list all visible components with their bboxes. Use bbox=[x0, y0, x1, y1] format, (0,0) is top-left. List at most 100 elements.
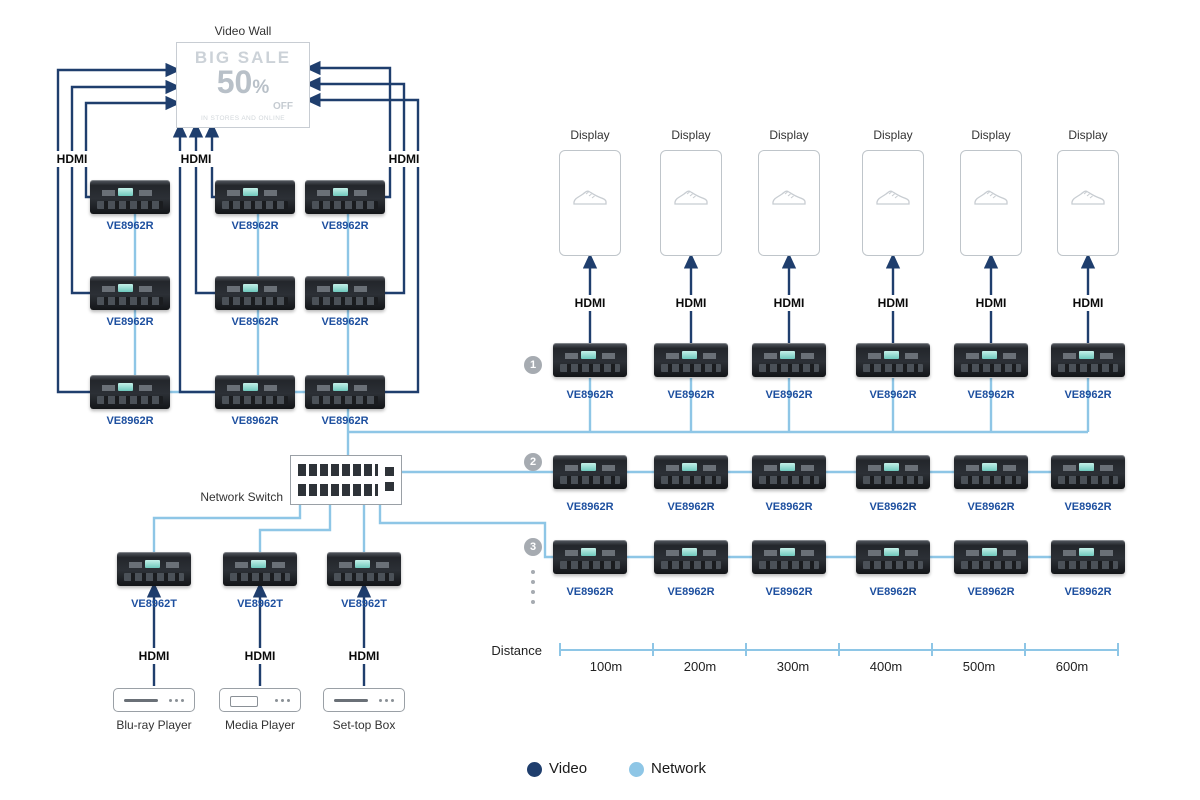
receiver-device bbox=[856, 343, 930, 377]
source-device bbox=[113, 688, 195, 712]
receiver-label: VE8962R bbox=[869, 389, 917, 401]
receiver-label: VE8962R bbox=[106, 220, 154, 232]
shoe-icon bbox=[974, 190, 1008, 205]
display-label: Display bbox=[769, 128, 809, 142]
source-label: Blu-ray Player bbox=[116, 718, 192, 732]
legend-network-dot bbox=[629, 762, 644, 777]
receiver-device bbox=[654, 455, 728, 489]
display-panel bbox=[862, 150, 924, 256]
receiver-label: VE8962R bbox=[667, 501, 715, 513]
disc-slot bbox=[124, 699, 158, 702]
receiver-device bbox=[90, 180, 170, 214]
sign-off: OFF bbox=[273, 101, 293, 112]
hdmi-label: HDMI bbox=[1066, 295, 1110, 311]
receiver-device bbox=[553, 540, 627, 574]
receiver-device bbox=[752, 540, 826, 574]
hdmi-label: HDMI bbox=[238, 648, 282, 664]
buttons-dots bbox=[169, 699, 172, 702]
receiver-label: VE8962R bbox=[231, 415, 279, 427]
receiver-device bbox=[215, 375, 295, 409]
transmitter-label: VE8962T bbox=[237, 598, 283, 610]
display-label: Display bbox=[971, 128, 1011, 142]
receiver-device bbox=[1051, 343, 1125, 377]
buttons-dots bbox=[379, 699, 382, 702]
distance-tick-label: 100m bbox=[589, 659, 623, 674]
transmitter-device bbox=[327, 552, 401, 586]
receiver-label: VE8962R bbox=[869, 586, 917, 598]
receiver-device bbox=[215, 180, 295, 214]
receiver-device bbox=[856, 455, 930, 489]
row-badge: 3 bbox=[524, 538, 542, 556]
distance-tick-label: 200m bbox=[683, 659, 717, 674]
display-panel bbox=[960, 150, 1022, 256]
display-panel bbox=[758, 150, 820, 256]
receiver-label: VE8962R bbox=[667, 389, 715, 401]
sign-discount: 50% bbox=[216, 64, 270, 100]
network-switch-label: Network Switch bbox=[200, 490, 283, 504]
display-panel bbox=[660, 150, 722, 256]
hdmi-label: HDMI bbox=[969, 295, 1013, 311]
receiver-label: VE8962R bbox=[1064, 586, 1112, 598]
receiver-label: VE8962R bbox=[106, 316, 154, 328]
receiver-label: VE8962R bbox=[321, 220, 369, 232]
distance-tick-label: 600m bbox=[1055, 659, 1089, 674]
display-panel bbox=[559, 150, 621, 256]
hdmi-label: HDMI bbox=[382, 151, 426, 167]
distance-tick-label: 300m bbox=[776, 659, 810, 674]
receiver-device bbox=[553, 455, 627, 489]
display-panel bbox=[1057, 150, 1119, 256]
row-badge: 1 bbox=[524, 356, 542, 374]
receiver-device bbox=[856, 540, 930, 574]
distance-tick-label: 500m bbox=[962, 659, 996, 674]
receiver-device bbox=[215, 276, 295, 310]
switch-ports-detail bbox=[385, 467, 394, 476]
display-label: Display bbox=[1068, 128, 1108, 142]
receiver-label: VE8962R bbox=[231, 220, 279, 232]
receiver-label: VE8962R bbox=[765, 586, 813, 598]
hdmi-label: HDMI bbox=[568, 295, 612, 311]
continuation-dots bbox=[531, 590, 535, 594]
distance-tick-label: 400m bbox=[869, 659, 903, 674]
shoe-icon bbox=[674, 190, 708, 205]
display-label: Display bbox=[570, 128, 610, 142]
receiver-device bbox=[654, 343, 728, 377]
distance-label: Distance bbox=[491, 643, 542, 658]
receiver-label: VE8962R bbox=[566, 586, 614, 598]
sign-fineprint: IN STORES AND ONLINE bbox=[200, 115, 286, 122]
receiver-device bbox=[90, 276, 170, 310]
source-label: Set-top Box bbox=[332, 718, 396, 732]
hdmi-label: HDMI bbox=[871, 295, 915, 311]
hdmi-label: HDMI bbox=[342, 648, 386, 664]
shoe-icon bbox=[573, 190, 607, 205]
receiver-label: VE8962R bbox=[566, 389, 614, 401]
shoe-icon bbox=[772, 190, 806, 205]
source-device bbox=[323, 688, 405, 712]
row-badge: 2 bbox=[524, 453, 542, 471]
receiver-device bbox=[654, 540, 728, 574]
receiver-label: VE8962R bbox=[321, 316, 369, 328]
legend-network-label: Network bbox=[651, 760, 707, 777]
shoe-icon bbox=[876, 190, 910, 205]
hdmi-label: HDMI bbox=[132, 648, 176, 664]
source-device bbox=[219, 688, 301, 712]
receiver-label: VE8962R bbox=[869, 501, 917, 513]
receiver-device bbox=[954, 540, 1028, 574]
receiver-device bbox=[305, 276, 385, 310]
receiver-label: VE8962R bbox=[106, 415, 154, 427]
receiver-device bbox=[954, 343, 1028, 377]
receiver-device bbox=[305, 375, 385, 409]
display-label: Display bbox=[873, 128, 913, 142]
transmitter-label: VE8962T bbox=[131, 598, 177, 610]
receiver-device bbox=[553, 343, 627, 377]
video-wall-title: Video Wall bbox=[214, 24, 272, 38]
continuation-dots bbox=[531, 600, 535, 604]
receiver-device bbox=[1051, 540, 1125, 574]
shoe-icon bbox=[1071, 190, 1105, 205]
receiver-device bbox=[752, 343, 826, 377]
source-label: Media Player bbox=[224, 718, 296, 732]
transmitter-device bbox=[223, 552, 297, 586]
receiver-label: VE8962R bbox=[1064, 501, 1112, 513]
receiver-label: VE8962R bbox=[765, 389, 813, 401]
transmitter-label: VE8962T bbox=[341, 598, 387, 610]
